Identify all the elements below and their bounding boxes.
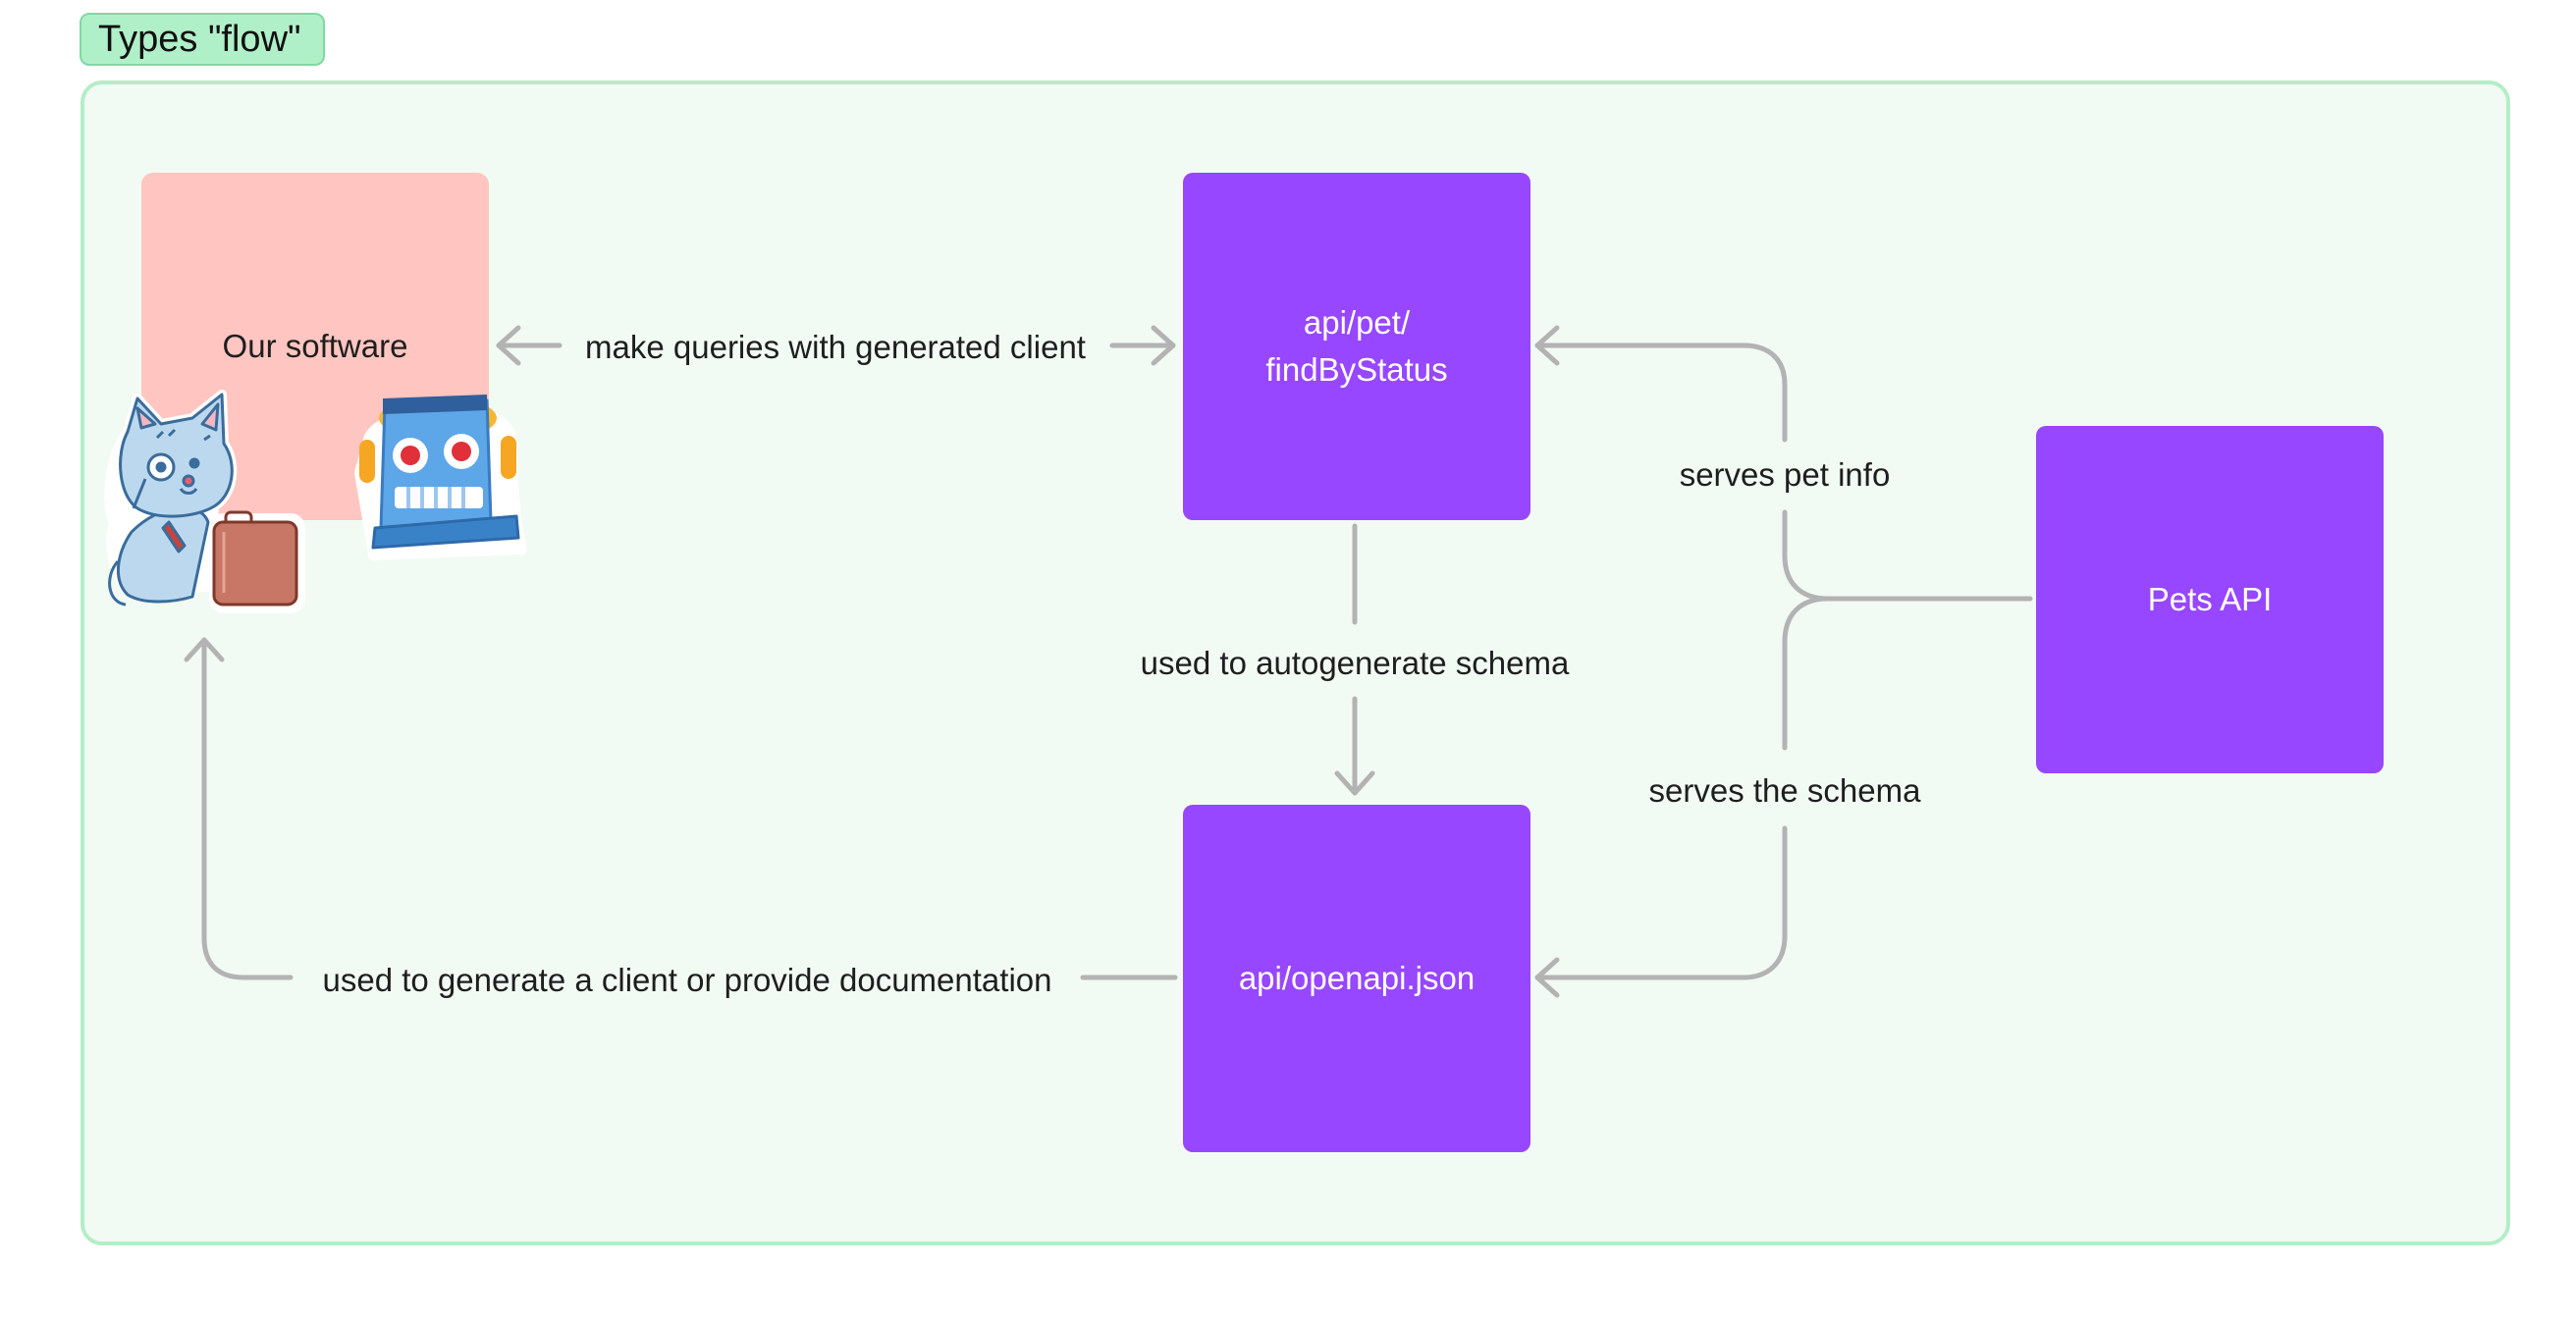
robot-sticker[interactable] — [353, 385, 532, 560]
arrowhead-find-by-status — [1151, 325, 1176, 366]
edge-label-generate-client: used to generate a client or provide doc… — [322, 962, 1052, 998]
node-openapi-json[interactable]: api/openapi.json — [1183, 805, 1530, 1152]
node-our-software-label: Our software — [222, 328, 408, 364]
node-pets-api[interactable]: Pets API — [2036, 426, 2384, 773]
edge-label-make-queries: make queries with generated client — [585, 329, 1086, 365]
edge-label-serves-pet-info: serves pet info — [1679, 456, 1891, 493]
node-find-by-status[interactable]: api/pet/ findByStatus — [1183, 173, 1530, 520]
connector-serves-schema — [1534, 825, 1788, 980]
connector-generate-client-left — [201, 637, 294, 980]
arrowhead-openapi-right — [1534, 957, 1560, 998]
edge-label-serves-schema: serves the schema — [1648, 772, 1921, 809]
connector-serves-pet-info-upper — [1534, 343, 1788, 443]
node-pets-api-label: Pets API — [2147, 581, 2273, 617]
arrowhead-find-by-status-right — [1534, 325, 1560, 366]
connector-pets-api-trunk — [1782, 553, 2033, 602]
connector-pets-api-lower-branch — [1782, 596, 1831, 751]
arrowhead-software — [496, 325, 521, 366]
section-tag[interactable]: Types "flow" — [80, 13, 325, 66]
edge-label-autogenerate: used to autogenerate schema — [1140, 645, 1570, 681]
node-openapi-json-label: api/openapi.json — [1238, 960, 1476, 996]
cat-with-briefcase-sticker[interactable] — [98, 385, 314, 620]
node-find-by-status-label: api/pet/ findByStatus — [1265, 304, 1448, 388]
arrowhead-openapi-down — [1334, 770, 1375, 796]
arrowhead-software-up — [184, 637, 225, 662]
